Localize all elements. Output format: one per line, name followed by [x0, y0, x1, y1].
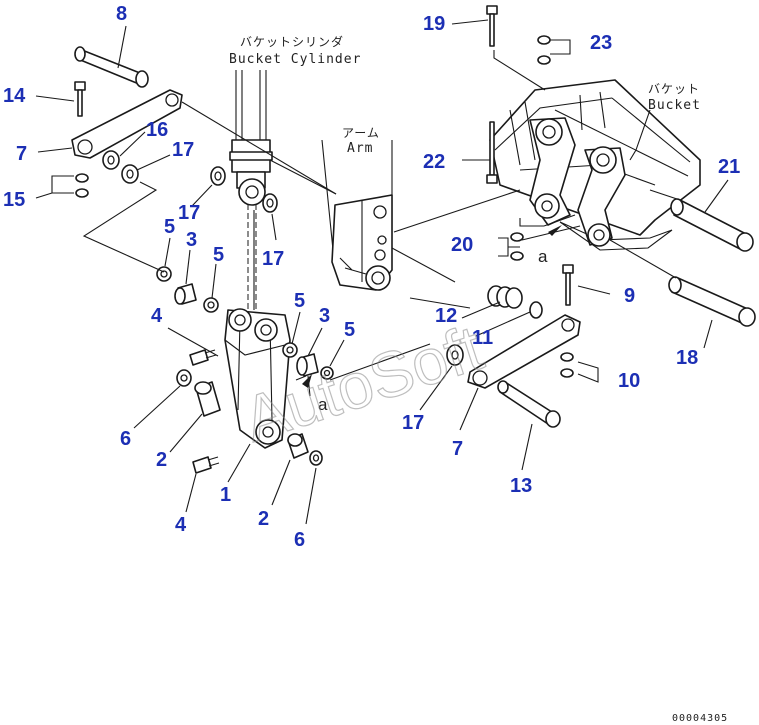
callout-17-b: 17 [178, 202, 200, 224]
callout-5-c: 5 [294, 290, 305, 312]
grease-fitting-4-a [189, 349, 217, 366]
callout-7-lower: 7 [452, 438, 463, 460]
callout-5-b: 5 [213, 244, 224, 266]
callout-8: 8 [116, 3, 127, 25]
callout-22: 22 [423, 151, 445, 173]
nuts-15 [75, 173, 89, 198]
bushing-2-a [194, 381, 221, 417]
bucket-cylinder [229, 70, 273, 330]
callout-numbers: 8 14 7 16 17 15 17 17 5 3 5 4 5 3 5 6 2 … [3, 3, 740, 551]
nuts-23 [537, 35, 551, 65]
callout-21: 21 [718, 156, 740, 178]
bushing-3-b [296, 353, 319, 377]
arm [321, 139, 393, 291]
bolt-19 [486, 5, 498, 47]
callout-9: 9 [624, 285, 635, 307]
bolt-22 [486, 121, 498, 184]
seal-5-b [203, 297, 219, 313]
arm-label-jp: アーム [342, 126, 380, 140]
callout-13: 13 [510, 475, 532, 497]
seal-5-a [156, 266, 172, 282]
shims-12 [487, 285, 523, 309]
callout-1: 1 [220, 484, 231, 506]
bolt-9 [562, 264, 574, 306]
pin-8 [74, 46, 149, 88]
callout-17-c: 17 [262, 248, 284, 270]
callout-4-b: 4 [175, 514, 187, 536]
shim-11 [529, 301, 543, 319]
nuts-20 [510, 232, 524, 261]
callout-2-a: 2 [156, 449, 167, 471]
bushing-2-b [287, 433, 309, 459]
callout-4-a: 4 [151, 305, 163, 327]
callout-12: 12 [435, 305, 457, 327]
callout-14: 14 [3, 85, 26, 107]
bucket-cylinder-label-en: Bucket Cylinder [229, 52, 361, 67]
reference-a-upper: a [538, 247, 548, 266]
callout-15: 15 [3, 189, 25, 211]
callout-2-b: 2 [258, 508, 269, 530]
shim-17-d [446, 344, 464, 366]
callout-5-a: 5 [164, 216, 175, 238]
seal-6-b [309, 450, 323, 466]
seal-5-d [320, 366, 334, 380]
link-lower-7 [467, 314, 581, 389]
shim-17-c [262, 193, 278, 213]
grease-fitting-4-b [192, 456, 220, 474]
pin-13 [497, 380, 561, 428]
callout-23: 23 [590, 32, 612, 54]
reference-a-lower: a [318, 395, 328, 414]
callout-19: 19 [423, 13, 445, 35]
callout-20: 20 [451, 234, 473, 256]
pin-18 [668, 276, 756, 327]
bucket-cylinder-label-jp: バケットシリンダ [240, 34, 344, 49]
callout-3-a: 3 [186, 229, 197, 251]
bushing-3-a [174, 283, 197, 305]
arm-label-en: Arm [347, 141, 373, 156]
seal-5-c [282, 342, 298, 358]
pin-21 [670, 198, 754, 252]
arm-link-1 [224, 308, 291, 449]
callout-3-b: 3 [319, 305, 330, 327]
part-labels: バケットシリンダ Bucket Cylinder アーム Arm バケット Bu… [229, 34, 701, 414]
callout-6-b: 6 [294, 529, 305, 551]
bucket-label-en: Bucket [648, 98, 701, 113]
seal-6-a [176, 369, 192, 387]
reference-arrows [295, 225, 562, 397]
callout-7-upper: 7 [16, 143, 27, 165]
callout-17-a: 17 [172, 139, 194, 161]
drawing-code: 00004305 [672, 713, 728, 724]
callout-18: 18 [676, 347, 698, 369]
callout-5-d: 5 [344, 319, 355, 341]
shim-16 [102, 150, 120, 170]
nuts-10 [560, 352, 574, 378]
shim-17-a [121, 164, 139, 184]
shim-17-b [210, 166, 226, 186]
leader-lines [35, 19, 729, 525]
bucket [489, 79, 701, 251]
callout-17-d: 17 [402, 412, 424, 434]
callout-16: 16 [146, 119, 168, 141]
callout-11: 11 [472, 327, 493, 349]
callout-6-a: 6 [120, 428, 131, 450]
bolt-14 [74, 81, 86, 117]
bucket-label-jp: バケット [648, 82, 700, 96]
link-upper-7 [71, 89, 183, 159]
callout-10: 10 [618, 370, 640, 392]
